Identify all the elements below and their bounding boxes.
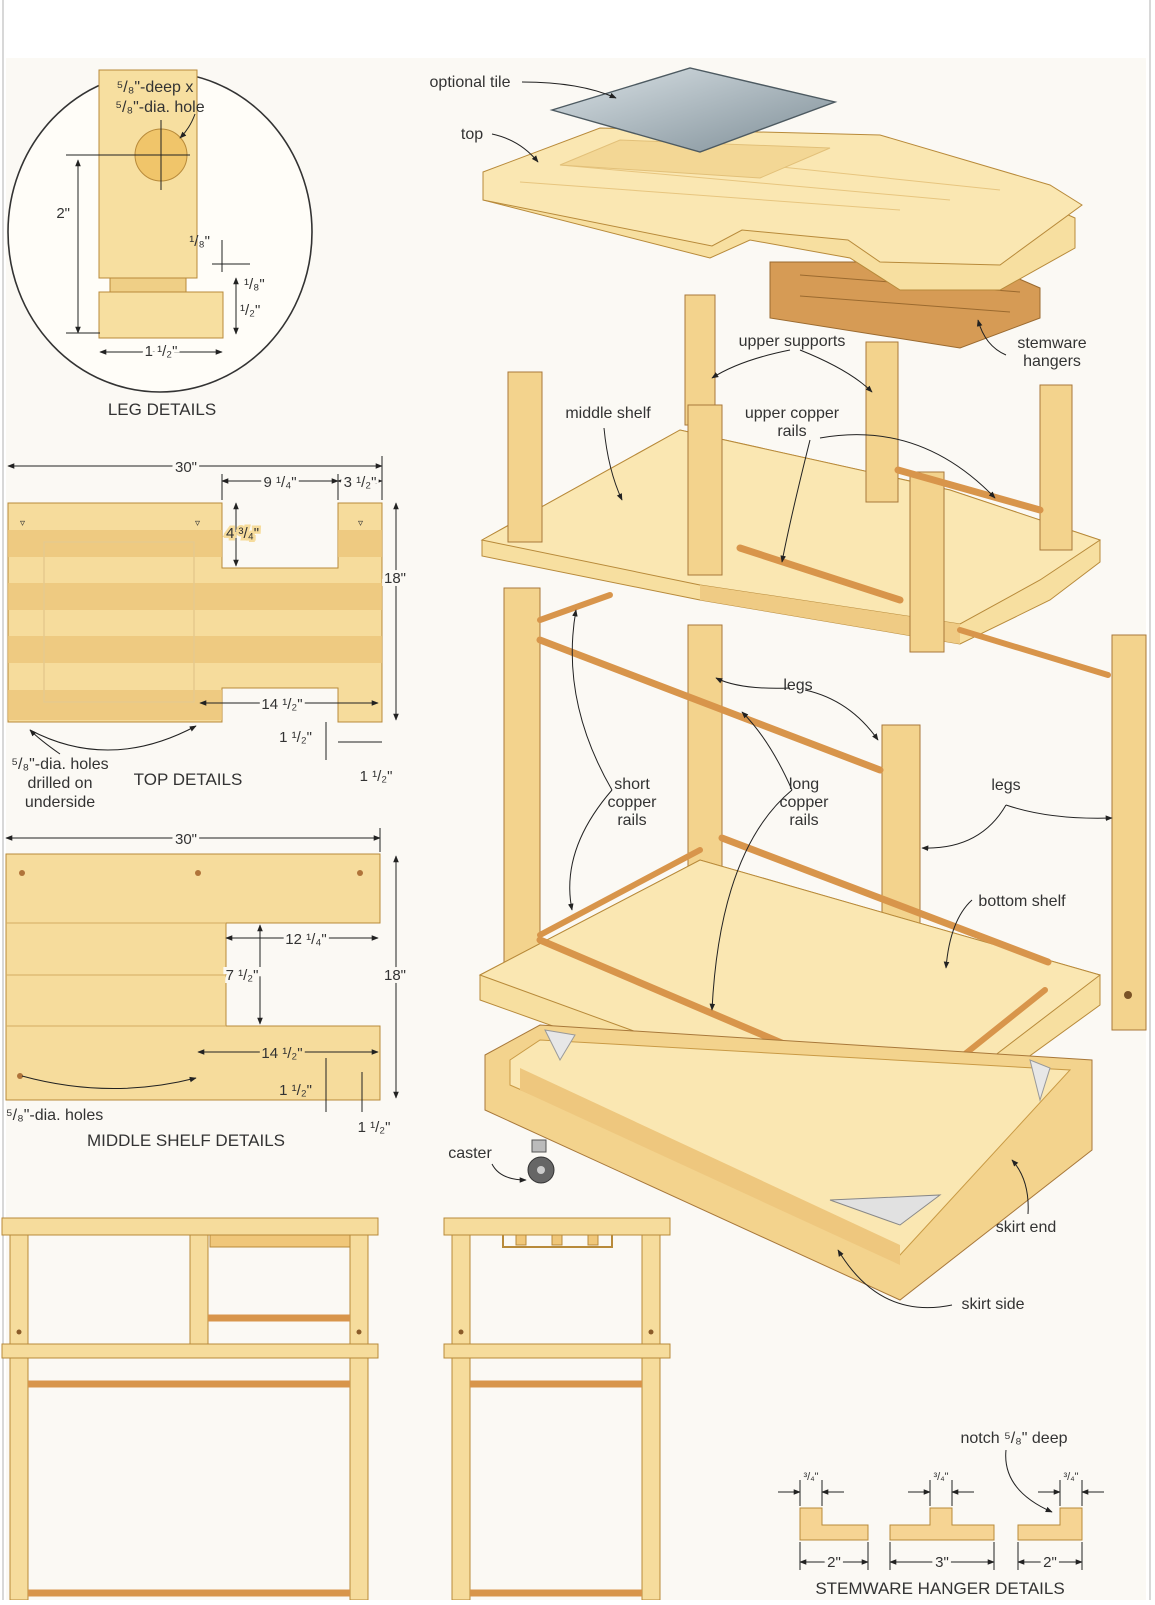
leg-dim-width: 1 ¹/₂" (145, 343, 178, 360)
label-upper-supports: upper supports (739, 333, 846, 350)
svg-text:▿: ▿ (358, 518, 363, 529)
leg-details: ⁵/₈"-deep x ⁵/₈"-dia. hole 2" ¹/₈" ¹/₈" … (7, 69, 313, 419)
label-long-1: long (789, 776, 819, 793)
top-details-caption: TOP DETAILS (134, 770, 243, 789)
label-short-3: rails (617, 812, 646, 829)
leg-hole-label-1: ⁵/₈"-deep x (117, 79, 194, 96)
mid-dim-14-12: 14 ¹/₂" (261, 1045, 302, 1062)
label-top: top (461, 126, 483, 143)
label-caster: caster (448, 1145, 492, 1162)
label-short-2: copper (608, 794, 658, 811)
exploded-view: optional tile top stemware hangers upper… (430, 67, 1147, 1313)
label-upper-copper-1: upper copper (745, 405, 840, 422)
mid-dim-30: 30" (175, 831, 197, 848)
mid-dim-1-12-b: 1 ¹/₂" (358, 1119, 391, 1136)
label-skirt-end: skirt end (996, 1219, 1056, 1236)
leg-dim-shoulder: ¹/₈" (244, 276, 265, 293)
mid-dim-7-12: 7 ¹/₂" (226, 967, 259, 984)
label-long-2: copper (780, 794, 830, 811)
label-legs-center: legs (783, 677, 812, 694)
top-holes-1: ⁵/₈"-dia. holes (11, 756, 108, 773)
leg-hole-label-2: ⁵/₈"-dia. hole (115, 99, 204, 116)
top-dim-18: 18" (384, 570, 406, 587)
top-holes-2: drilled on (28, 775, 93, 792)
top-dim-4-34: 4 ³/₄" (226, 525, 259, 542)
leg-dim-2: 2" (56, 205, 70, 222)
label-long-3: rails (789, 812, 818, 829)
top-dim-1-12-b: 1 ¹/₂" (360, 768, 393, 785)
stemware-notch-label: notch ⁵/₈" deep (960, 1430, 1067, 1447)
side-elevation (443, 1217, 671, 1601)
label-middle-shelf: middle shelf (565, 405, 651, 422)
mid-dim-12-14: 12 ¹/₄" (285, 931, 326, 948)
leg-dim-half: ¹/₂" (240, 302, 260, 319)
top-dim-1-12-a: 1 ¹/₂" (279, 729, 312, 746)
mid-dim-1-12-a: 1 ¹/₂" (279, 1082, 312, 1099)
svg-text:▿: ▿ (195, 518, 200, 529)
middle-shelf-caption: MIDDLE SHELF DETAILS (87, 1131, 285, 1150)
label-bottom-shelf: bottom shelf (978, 893, 1066, 910)
top-dim-14-12: 14 ¹/₂" (261, 696, 302, 713)
svg-text:▿: ▿ (20, 518, 25, 529)
middle-shelf-details: 30" 12 ¹/₄" 7 ¹/₂" 18" 14 ¹/₂" 1 ¹/₂" 1 … (5, 828, 409, 1150)
stemware-d3: ³/₄" (1063, 1471, 1078, 1483)
mid-holes-label: ⁵/₈"-dia. holes (6, 1107, 103, 1124)
leg-dim-tenon: ¹/₈" (189, 233, 210, 250)
top-dim-30: 30" (175, 459, 197, 476)
top-details: ▿ ▿ ▿ 30" 9 ¹/₄" 3 ¹/₂" 4 ³/₄" 18" 14 ¹/… (7, 456, 409, 811)
stemware-hanger-details: notch ⁵/₈" deep ³/₄" ³/₄" ³/₄" 2" 3" 2" … (778, 1430, 1104, 1598)
label-upper-copper-2: rails (777, 423, 806, 440)
top-dim-9-14: 9 ¹/₄" (263, 474, 296, 491)
stemware-w3: 2" (1043, 1554, 1057, 1571)
leg-details-caption: LEG DETAILS (108, 400, 216, 419)
label-short-1: short (614, 776, 650, 793)
stemware-w2: 3" (935, 1554, 949, 1571)
label-optional-tile: optional tile (430, 74, 511, 91)
label-stemware-2: hangers (1023, 353, 1081, 370)
stemware-caption: STEMWARE HANGER DETAILS (815, 1579, 1064, 1598)
stemware-d2: ³/₄" (933, 1471, 948, 1483)
stemware-d1: ³/₄" (803, 1471, 818, 1483)
label-stemware-1: stemware (1017, 335, 1086, 352)
caster-wheel (527, 1139, 555, 1184)
top-holes-3: underside (25, 794, 95, 811)
label-legs-right: legs (991, 777, 1020, 794)
mid-dim-18: 18" (384, 967, 406, 984)
label-skirt-side: skirt side (961, 1296, 1024, 1313)
stemware-w1: 2" (827, 1554, 841, 1571)
top-dim-3-12: 3 ¹/₂" (344, 474, 377, 491)
